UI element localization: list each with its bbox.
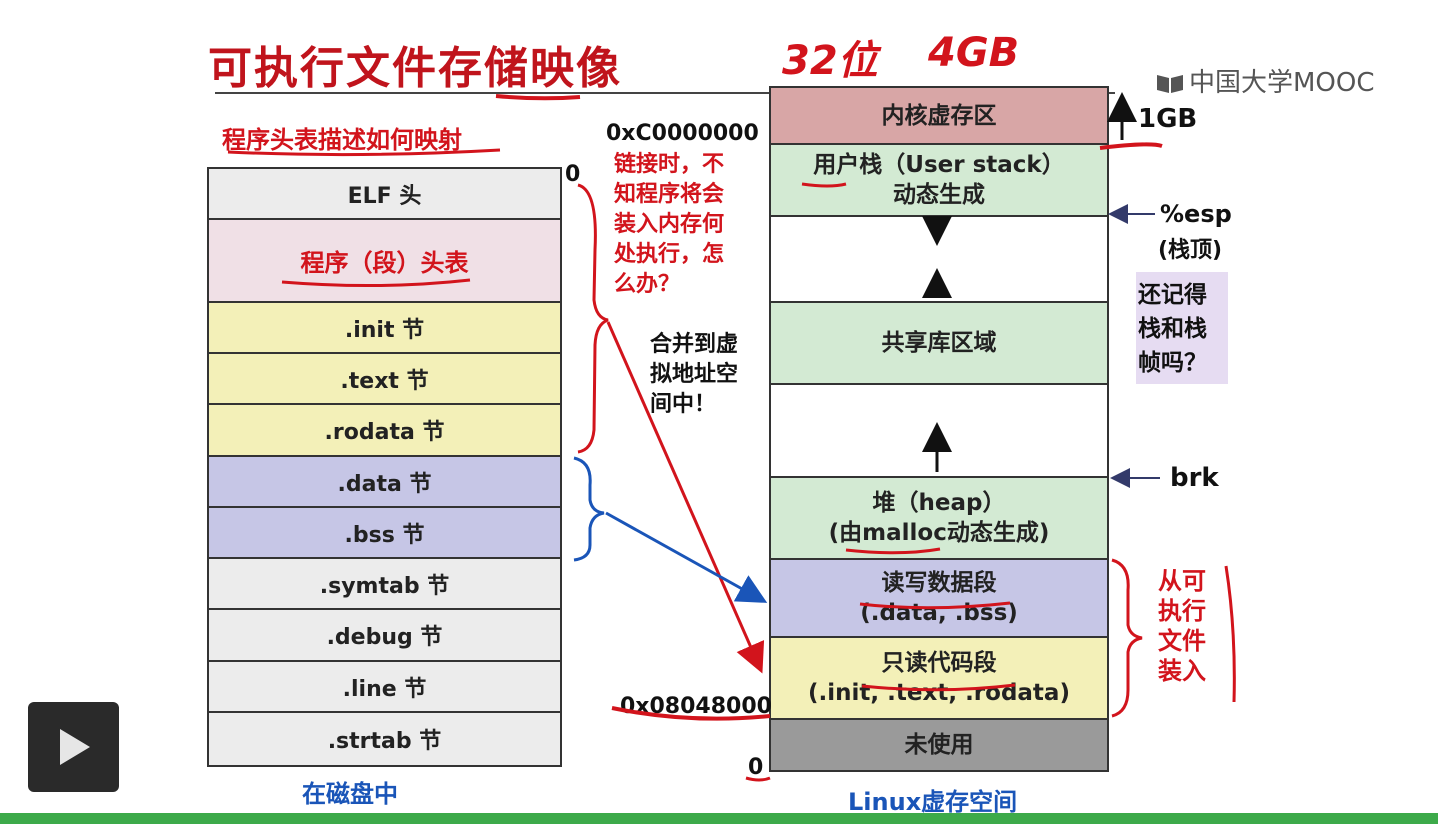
memory-caption: Linux虚存空间	[848, 788, 1018, 816]
memory-region-detail: (.init, .text, .rodata)	[808, 680, 1070, 706]
disk-offset-zero: 0	[565, 162, 581, 187]
elf-section-label: .bss 节	[344, 522, 425, 548]
esp-label: %esp	[1160, 200, 1232, 228]
elf-section-label: .strtab 节	[327, 729, 442, 754]
kernel-size-label: 1GB	[1138, 104, 1198, 134]
video-progress-bar[interactable]	[0, 813, 1438, 824]
elf-section-row: ELF 头	[209, 169, 560, 220]
elf-section-label: .rodata 节	[324, 420, 445, 445]
elf-section-label: .debug 节	[326, 625, 443, 650]
memory-region-row: 读写数据段 (.data, .bss)	[771, 560, 1107, 638]
data-mapping-arrow	[605, 511, 768, 603]
memory-region-detail: (.data, .bss)	[860, 600, 1018, 626]
logo-text: 中国大学MOOC	[1189, 68, 1375, 98]
elf-section-row: .line 节	[209, 662, 560, 713]
mooc-logo: 中国大学MOOC	[1155, 62, 1375, 99]
elf-section-label: .symtab 节	[319, 573, 450, 599]
disk-caption: 在磁盘中	[302, 780, 398, 808]
loaded-segments-brace	[1111, 558, 1143, 718]
elf-section-row: .symtab 节	[209, 559, 560, 610]
elf-file-layout: ELF 头程序（段）头表 .init 节 .text 节 .rodata 节 .data…	[207, 167, 562, 767]
elf-section-label: ELF 头	[347, 183, 422, 209]
elf-section-row: .bss 节	[209, 508, 560, 559]
scribble-size: 4GB	[928, 30, 1020, 76]
link-time-note: 链接时，不 知程序将会 装入内存何 处执行，怎 么办？	[614, 152, 725, 297]
memory-address-zero: 0	[748, 755, 764, 780]
memory-region-row: 堆（heap） (由malloc动态生成)	[771, 478, 1107, 560]
elf-section-row: .debug 节	[209, 610, 560, 662]
elf-section-label: .text 节	[340, 368, 429, 394]
memory-region-row: 内核虚存区	[771, 88, 1107, 145]
code-sections-brace	[577, 183, 609, 454]
memory-region-row: 共享库区域	[771, 303, 1107, 385]
elf-section-label: .line 节	[342, 676, 427, 702]
memory-region-detail: (由malloc动态生成)	[828, 520, 1050, 546]
remember-note-box	[1136, 272, 1228, 384]
play-button[interactable]	[28, 702, 119, 792]
elf-section-row: .data 节	[209, 457, 560, 508]
memory-region-row: 用户栈（User stack） 动态生成	[771, 145, 1107, 217]
book-icon	[1155, 71, 1185, 93]
memory-region-row	[771, 217, 1107, 303]
memory-region-row	[771, 385, 1107, 478]
brk-label: brk	[1170, 463, 1219, 493]
memory-region-detail: 动态生成	[893, 182, 985, 208]
elf-section-label: .data 节	[337, 471, 432, 497]
memory-region-title: 读写数据段	[881, 570, 997, 596]
memory-region-title: 只读代码段	[881, 650, 997, 676]
memory-region-title: 未使用	[904, 732, 974, 758]
elf-section-row: 程序（段）头表	[209, 220, 560, 303]
program-header-note: 程序头表描述如何映射	[222, 126, 462, 154]
slide-title: 可执行文件存储映像	[208, 43, 622, 94]
merge-note: 合并到虚 拟地址空 间中！	[650, 332, 739, 417]
remember-note: 还记得 栈和栈 帧吗？	[1138, 282, 1207, 376]
elf-section-row: .init 节	[209, 303, 560, 354]
memory-region-title: 堆（heap）	[872, 490, 1006, 516]
memory-region-title: 用户栈（User stack）	[813, 152, 1065, 178]
memory-region-row: 未使用	[771, 720, 1107, 770]
title-divider	[215, 92, 1115, 94]
kernel-start-address: 0xC0000000	[606, 121, 759, 146]
virtual-memory-layout: 内核虚存区用户栈（User stack） 动态生成共享库区域堆（heap） (由ma…	[769, 86, 1109, 772]
data-sections-brace	[573, 456, 605, 562]
elf-section-row: .text 节	[209, 354, 560, 405]
elf-section-label: 程序（段）头表	[300, 249, 469, 277]
elf-section-row: .strtab 节	[209, 713, 560, 765]
scribble-bits: 32位	[782, 38, 878, 84]
elf-section-label: .init 节	[344, 317, 425, 343]
memory-region-row: 只读代码段 (.init, .text, .rodata)	[771, 638, 1107, 720]
load-from-file-note: 从可 执行 文件 装入	[1158, 567, 1206, 685]
stack-top-label: (栈顶)	[1158, 238, 1223, 263]
text-start-address: 0x08048000	[620, 694, 772, 719]
memory-region-title: 内核虚存区	[881, 102, 997, 129]
play-icon	[59, 729, 90, 765]
memory-region-title: 共享库区域	[881, 330, 997, 356]
elf-section-row: .rodata 节	[209, 405, 560, 457]
